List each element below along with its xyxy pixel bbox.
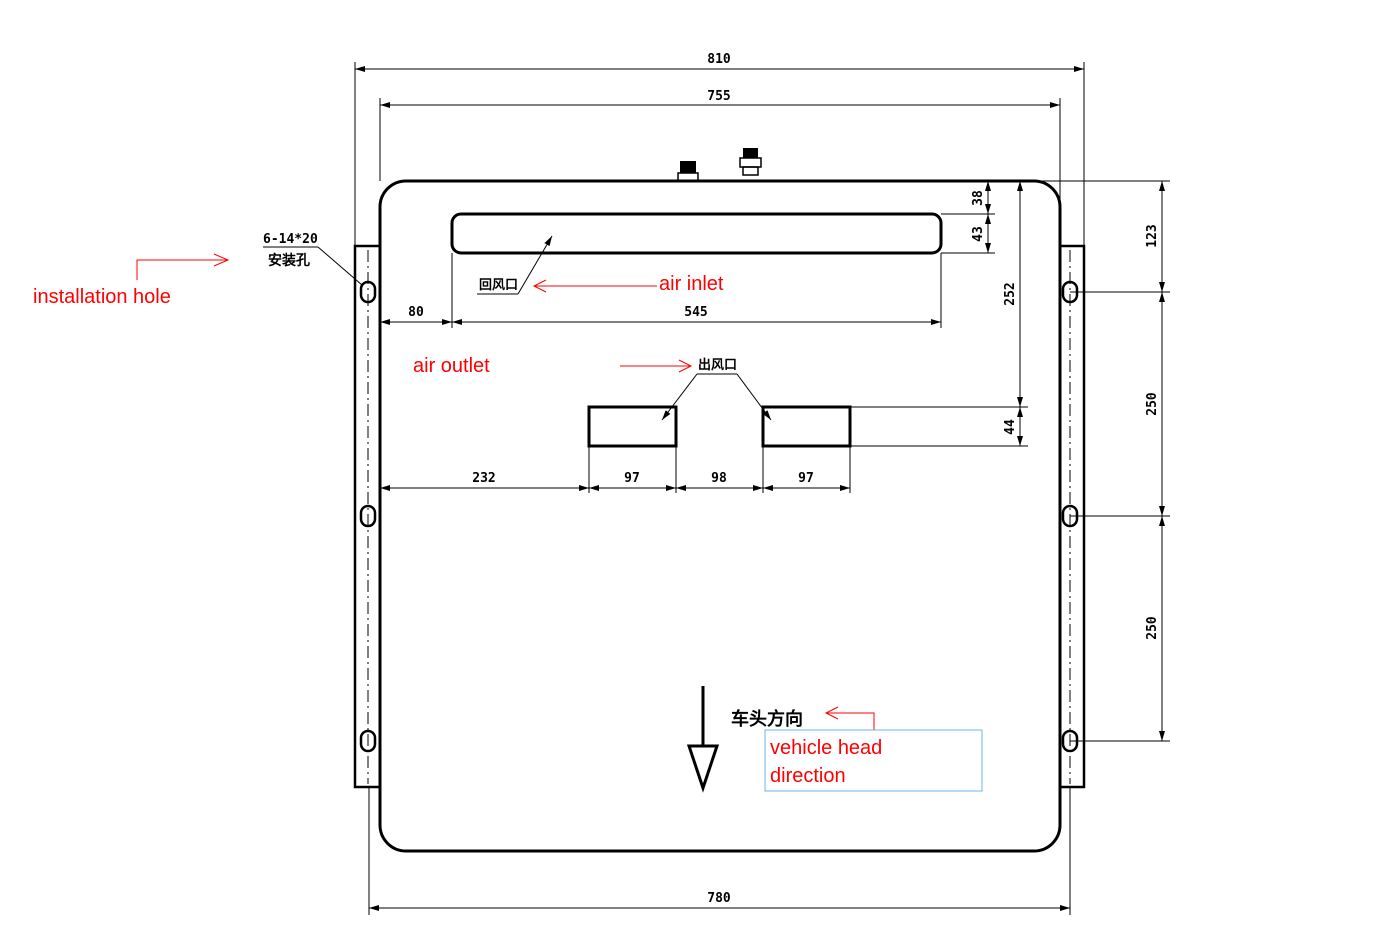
vehicle-head-annotation-line1: vehicle head	[770, 737, 882, 759]
air-inlet-slot	[450, 212, 943, 255]
mounting-hole	[359, 729, 377, 753]
dim-97-right: 97	[798, 471, 814, 486]
dim-38: 38	[971, 190, 986, 206]
dim-232: 232	[472, 471, 495, 486]
vehicle-head-annotation-arrow	[824, 706, 875, 732]
dim-80: 80	[408, 305, 424, 320]
dim-250-upper: 250	[1145, 392, 1160, 416]
hole-spec-label: 6-14*20	[263, 232, 318, 247]
dim-43: 43	[971, 226, 986, 242]
dim-780: 780	[707, 891, 731, 906]
pipe-fitting-left	[677, 161, 699, 182]
air-outlet-left	[587, 405, 678, 448]
dim-545: 545	[684, 305, 707, 320]
dim-44: 44	[1003, 419, 1018, 435]
dim-97-left: 97	[624, 471, 640, 486]
air-outlet-annotation-arrow	[620, 359, 693, 373]
left-mounting-bracket	[353, 244, 382, 789]
vehicle-head-annotation-box	[764, 729, 983, 792]
direction-cn-label: 车头方向	[731, 708, 803, 730]
dim-98: 98	[711, 471, 727, 486]
outlet-cn-label: 出风口	[698, 357, 737, 373]
dim-252: 252	[1003, 282, 1018, 305]
mounting-hole	[359, 504, 377, 528]
installation-hole-annotation-arrow	[136, 253, 230, 280]
installation-hole-annotation: installation hole	[33, 286, 171, 308]
air-inlet-annotation: air inlet	[659, 273, 724, 295]
pipe-fitting-right	[739, 148, 762, 176]
hole-cn-label: 安装孔	[268, 252, 310, 269]
mounting-hole	[359, 280, 377, 304]
dim-250-lower: 250	[1145, 616, 1160, 640]
inlet-cn-label: 回风口	[479, 278, 518, 293]
dim-810: 810	[707, 52, 731, 67]
dim-755: 755	[707, 89, 730, 104]
air-outlet-annotation: air outlet	[413, 355, 490, 377]
air-outlet-right	[761, 405, 852, 448]
dim-123: 123	[1145, 224, 1160, 247]
air-inlet-annotation-arrow	[532, 279, 657, 293]
direction-arrow-head	[686, 744, 720, 793]
vehicle-head-annotation-line2: direction	[770, 765, 846, 787]
